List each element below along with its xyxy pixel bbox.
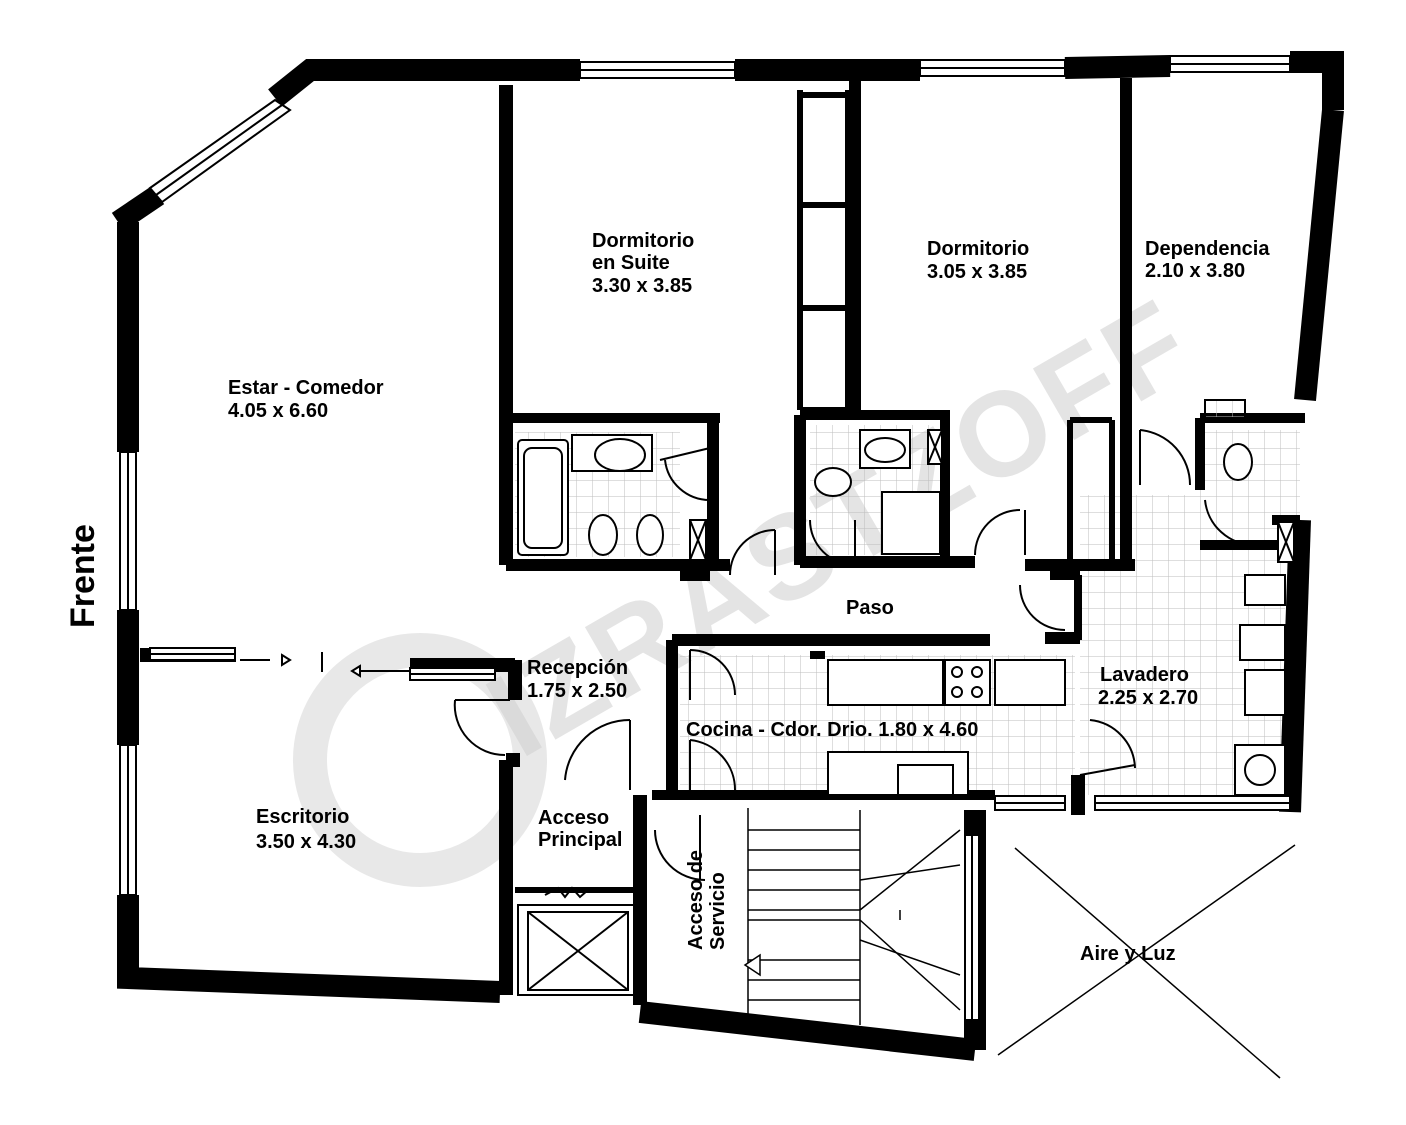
dependencia-size: 2.10 x 3.80 <box>1145 260 1245 282</box>
recepcion-size: 1.75 x 2.50 <box>527 680 627 702</box>
aire-luz-name: Aire y Luz <box>1080 943 1176 965</box>
dormitorio-name: Dormitorio <box>927 238 1029 260</box>
escritorio-name: Escritorio <box>256 806 349 828</box>
recepcion-name: Recepción <box>527 657 628 679</box>
stairs <box>743 808 961 1025</box>
lavadero-size: 2.25 x 2.70 <box>1098 687 1198 709</box>
front-label: Frente <box>64 524 102 628</box>
bathroom-fixtures <box>517 399 1295 563</box>
room-labels: Estar - Comedor 4.05 x 6.60 Dormitorio e… <box>64 230 1270 965</box>
suite-name-line2: en Suite <box>592 252 670 274</box>
interior-walls <box>140 78 1305 1005</box>
sliding-doors <box>149 647 496 681</box>
suite-name-line1: Dormitorio <box>592 230 694 252</box>
acceso-servicio-line1: Acceso de <box>685 850 707 950</box>
door-swings <box>453 429 1260 881</box>
air-shaft <box>997 844 1296 1079</box>
acceso-principal-line1: Acceso <box>538 807 609 829</box>
acceso-principal-line2: Principal <box>538 829 622 851</box>
windows <box>119 55 1291 1021</box>
estar-size: 4.05 x 6.60 <box>228 400 328 422</box>
suite-size: 3.30 x 3.85 <box>592 275 692 297</box>
lavadero-name: Lavadero <box>1100 664 1189 686</box>
acceso-servicio-line2: Servicio <box>707 872 729 950</box>
cocina-name: Cocina - Cdor. Drio. 1.80 x 4.60 <box>686 719 978 741</box>
estar-name: Estar - Comedor <box>228 377 384 399</box>
dependencia-name: Dependencia <box>1145 238 1270 260</box>
elevator <box>517 886 637 996</box>
dormitorio-size: 3.05 x 3.85 <box>927 261 1027 283</box>
kitchen-fixtures <box>827 574 1286 796</box>
escritorio-size: 3.50 x 4.30 <box>256 831 356 853</box>
paso-name: Paso <box>846 597 894 619</box>
